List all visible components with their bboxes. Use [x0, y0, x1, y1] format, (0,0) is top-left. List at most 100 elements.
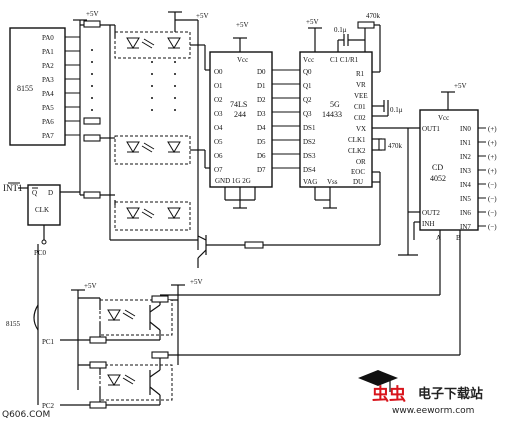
pin-ds1: DS1: [303, 124, 316, 132]
mux-vcc: Vcc: [438, 114, 449, 122]
adc-vcc: Vcc: [303, 56, 314, 64]
adc-vag: VAG: [303, 178, 317, 186]
pin-pa6: PA6: [42, 118, 54, 126]
pin-clk1: CLK1: [348, 136, 366, 144]
sign-in7: (−): [488, 223, 497, 231]
ls244-out-pins: O0 O1 O2 O3 O4 O5 O6 O7: [214, 68, 223, 174]
pin-clk2: CLK2: [348, 147, 366, 155]
ls244-bottom-pins: GND 1G 2G: [215, 177, 251, 185]
pc1-label: PC1: [42, 338, 55, 346]
pin-q3: Q3: [303, 110, 312, 118]
resistor-pa7: [83, 134, 101, 142]
pin-d7: D7: [257, 166, 266, 174]
int1-label: INT1: [3, 183, 23, 193]
pin-in6: IN6: [460, 209, 471, 217]
ls244-wires: +5V: [204, 21, 300, 209]
mortarboard-icon: [358, 370, 398, 386]
sign-in1: (+): [488, 139, 497, 147]
watermark-q606: Q606.COM: [2, 410, 50, 420]
pin-du: DU: [353, 178, 363, 186]
resistor-opto3: [83, 191, 101, 199]
pin-in4: IN4: [460, 181, 471, 189]
bottom-8155-label: 8155: [6, 320, 21, 328]
ls244-name-2: 244: [234, 110, 246, 119]
pin-pa5: PA5: [42, 104, 54, 112]
sign-in5: (−): [488, 195, 497, 203]
pin-o4: O4: [214, 124, 223, 132]
ls244-name-1: 74LS: [230, 100, 247, 109]
chip-74ls244-body: [209, 51, 273, 188]
adc-c1-r1: C1 C1/R1: [330, 56, 359, 64]
mux-a: A: [436, 234, 441, 242]
sign-in6: (−): [488, 209, 497, 217]
resistor-base: [244, 241, 264, 249]
adc-vss: Vss: [327, 178, 338, 186]
pin-o0: O0: [214, 68, 223, 76]
chip-5g14433-body: [299, 51, 373, 188]
pin-in3: IN3: [460, 167, 471, 175]
sign-in0: (+): [488, 125, 497, 133]
resistor-opto4: [151, 295, 169, 303]
optocoupler-2: [100, 135, 205, 165]
mux-in-pins: IN0 IN1 IN2 IN3 IN4 IN5 IN6 IN7: [460, 125, 471, 231]
bracket: [33, 304, 39, 331]
pin-q2: Q2: [303, 96, 312, 104]
resistor-pa-top: [83, 20, 101, 28]
sign-in4: (−): [488, 181, 497, 189]
pin-d1: D1: [257, 82, 266, 90]
pc0-label: PC0: [34, 249, 47, 257]
adc-cap-label: 0.1μ: [334, 26, 347, 34]
pc2-label: PC2: [42, 402, 55, 410]
resistor-pc1: [89, 336, 107, 344]
pin-pa2: PA2: [42, 62, 54, 70]
chip-8155-pins: PA0 PA1 PA2 PA3 PA4 PA5 PA6 PA7: [42, 34, 54, 140]
mux-name-2: 4052: [430, 174, 446, 183]
power-label-3: +5V: [236, 21, 249, 29]
flipflop-body: [27, 184, 61, 226]
pin-d4: D4: [257, 124, 266, 132]
pin-o7: O7: [214, 166, 223, 174]
pin-q1: Q1: [303, 82, 312, 90]
mux-b: B: [456, 234, 461, 242]
pin-vr: VR: [356, 81, 366, 89]
chip-cd4052-body: [419, 109, 479, 231]
pin-ds4: DS4: [303, 166, 316, 174]
pin-in0: IN0: [460, 125, 471, 133]
optocoupler-5: [78, 354, 460, 405]
pin-c02: C02: [354, 114, 366, 122]
adc-left-pins: Q0 Q1 Q2 Q3 DS1 DS2 DS3 DS4: [303, 68, 316, 174]
pin-o3: O3: [214, 110, 223, 118]
pin-r1: R1: [356, 70, 365, 78]
opto-wiring: [80, 20, 199, 241]
pin-d5: D5: [257, 138, 266, 146]
power-label-7: +5V: [190, 278, 203, 286]
pin-vx: VX: [356, 125, 366, 133]
pin-pa7: PA7: [42, 132, 54, 140]
power-label-5: +5V: [454, 82, 467, 90]
pin-pa0: PA0: [42, 34, 54, 42]
pin-o5: O5: [214, 138, 223, 146]
pin-pa4: PA4: [42, 90, 54, 98]
ls244-vcc: Vcc: [237, 56, 248, 64]
brand-url: www.eeworm.com: [392, 406, 474, 416]
resistor-pc2: [89, 401, 107, 409]
power-bottom: +5V +5V: [71, 278, 203, 390]
adc-cap-label-2: 0.1μ: [390, 106, 403, 114]
pin-c01: C01: [354, 103, 366, 111]
dotted-continuation: [91, 49, 176, 111]
power-label-4: +5V: [306, 18, 319, 26]
ff-d: D: [48, 189, 53, 197]
pin-or: OR: [356, 158, 366, 166]
pin-o1: O1: [214, 82, 223, 90]
adc-res-label-2: 470k: [388, 142, 403, 150]
pin-o2: O2: [214, 96, 223, 104]
pa-wires: [65, 30, 81, 160]
optocoupler-3: [114, 201, 191, 231]
mux-wires: +5V: [398, 82, 486, 355]
pin-ds3: DS3: [303, 152, 316, 160]
resistor-470k-top: [357, 21, 375, 29]
pin-q0: Q0: [303, 68, 312, 76]
brand-text: 电子下载站: [418, 386, 483, 402]
pin-vee: VEE: [354, 92, 368, 100]
